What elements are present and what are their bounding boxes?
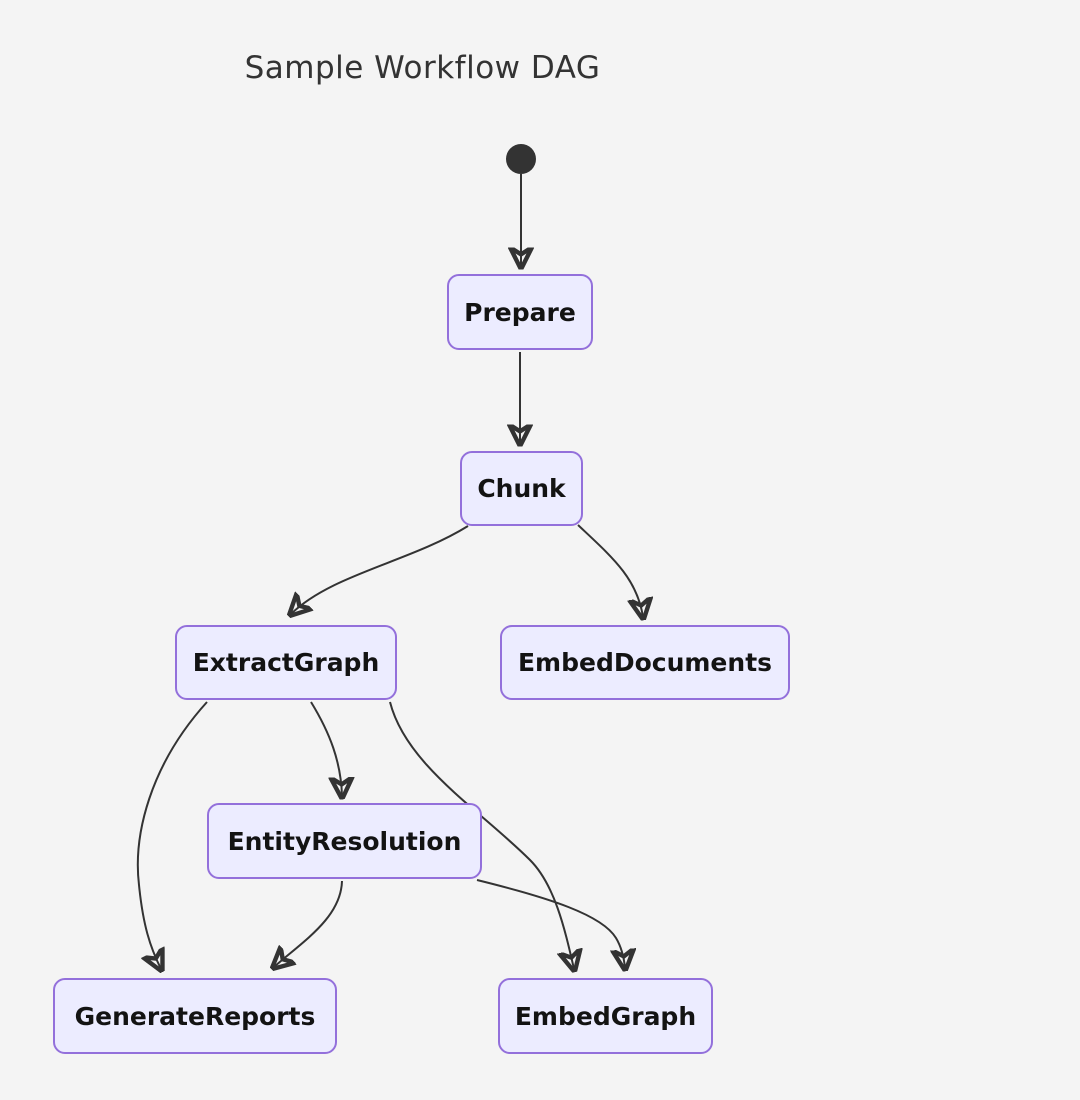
edge-extractgraph-generatereports (136, 701, 208, 969)
edge-chunk-extractgraph (291, 525, 469, 614)
start-node (506, 144, 536, 174)
node-prepare: Prepare (447, 274, 593, 350)
node-chunk: Chunk (460, 451, 583, 526)
edge-entityresolution-generatereports (274, 880, 343, 967)
node-embeddocuments: EmbedDocuments (500, 625, 790, 700)
node-entityresolution-label: EntityResolution (227, 826, 462, 856)
node-extractgraph-label: ExtractGraph (192, 648, 380, 677)
diagram-title: Sample Workflow DAG (244, 50, 601, 86)
node-generatereports-label: GenerateReports (74, 1001, 316, 1031)
node-entityresolution: EntityResolution (207, 803, 482, 879)
node-embedgraph: EmbedGraph (498, 978, 713, 1054)
edge-entityresolution-embedgraph (476, 879, 625, 968)
node-chunk-label: Chunk (477, 474, 566, 503)
node-generatereports: GenerateReports (53, 978, 337, 1054)
edge-chunk-embeddocuments (577, 524, 643, 617)
edge-extractgraph-embedgraph (389, 701, 574, 969)
node-embedgraph-label: EmbedGraph (514, 1001, 697, 1031)
edge-extractgraph-entityresolution (310, 701, 342, 796)
node-embeddocuments-label: EmbedDocuments (517, 648, 773, 677)
node-prepare-label: Prepare (464, 297, 576, 327)
node-extractgraph: ExtractGraph (175, 625, 397, 700)
